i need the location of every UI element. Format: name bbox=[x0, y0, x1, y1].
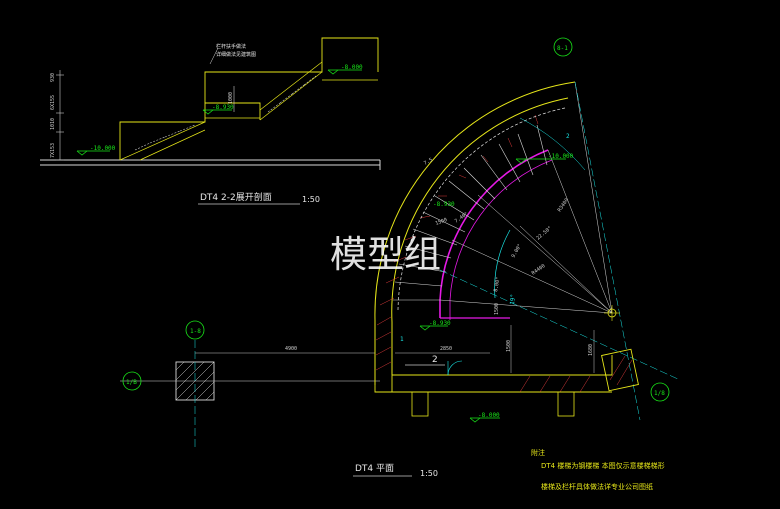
section-side-dim-4: 930 bbox=[50, 73, 56, 82]
plan-angle-2: 9.00° bbox=[511, 243, 524, 259]
plan-dim-2850: 2850 bbox=[440, 346, 452, 352]
axis-bubble-4: 1/8 bbox=[654, 390, 665, 397]
plan-level-4: -8.930 bbox=[433, 201, 455, 208]
plan-scale: 1:50 bbox=[420, 469, 438, 478]
plan-level-2: -10.000 bbox=[548, 153, 574, 160]
plan-angle-1: 22.50° bbox=[535, 225, 553, 241]
notes-heading: 附注 bbox=[531, 448, 545, 457]
plan-dim-4900: 4900 bbox=[285, 346, 297, 352]
axis-bubble-1: 1-8 bbox=[190, 328, 201, 335]
section-level-3: -8.000 bbox=[341, 64, 363, 71]
plan-level-3: -8.000 bbox=[478, 412, 500, 419]
plan-stair-2: 2 bbox=[432, 355, 438, 365]
section-scale: 1:50 bbox=[302, 195, 320, 204]
section-side-dim-1: 7X153 bbox=[50, 143, 56, 158]
plan-title: DT4 平面 bbox=[355, 463, 394, 474]
section-side-dim-3: 6X155 bbox=[50, 95, 56, 110]
plan-angle-4: 7.40° bbox=[454, 211, 470, 225]
notes-block: 附注 DT4 楼梯为钢楼梯 本图仅示意楼梯梯形 楼梯及栏杆具体做法详专业公司图纸 bbox=[531, 448, 665, 491]
section-side-dim-2: 1010 bbox=[50, 118, 56, 130]
plan-dim-1500a: 1500 bbox=[506, 340, 512, 352]
axis-bubble-2: 1/B bbox=[126, 379, 137, 386]
section-title: DT4 2-2展开剖面 bbox=[200, 191, 272, 203]
axis-bubble-3: 8-1 bbox=[557, 45, 568, 52]
plan-radius-2: R4400 bbox=[531, 263, 547, 277]
plan-view: 1-8 1/B 8-1 1/8 4900 2850 bbox=[120, 37, 681, 478]
plan-stair-1: 1 bbox=[400, 336, 404, 343]
section-note-2: 详细做法见建筑图 bbox=[216, 51, 256, 58]
plan-misc-1: 7.5 bbox=[423, 157, 434, 167]
section-level-1: -10.000 bbox=[90, 145, 116, 152]
plan-angle-5: 19° bbox=[509, 294, 517, 305]
section-mid-dim: 1000 bbox=[228, 92, 234, 104]
plan-level-1: -8.930 bbox=[429, 320, 451, 327]
watermark: 模型组 bbox=[330, 233, 441, 276]
plan-misc-2: 1500 bbox=[435, 217, 448, 227]
plan-misc-3: 1500 bbox=[494, 303, 500, 315]
section-view: 7X153 1010 6X155 930 1000 -10.000 -8.930… bbox=[40, 37, 381, 205]
notes-line-1: DT4 楼梯为钢楼梯 本图仅示意楼梯梯形 bbox=[541, 461, 665, 470]
notes-line-2: 楼梯及栏杆具体做法详专业公司图纸 bbox=[541, 482, 653, 491]
plan-dim-1680: 1680 bbox=[588, 344, 594, 356]
section-level-2: -8.930 bbox=[212, 104, 234, 111]
section-note-1: 栏杆扶手做法 bbox=[216, 43, 246, 50]
plan-stair-marker: 2 bbox=[566, 133, 570, 140]
plan-angle-3: 8.00° bbox=[493, 276, 502, 292]
plan-radius-1: R3400 bbox=[557, 197, 571, 213]
